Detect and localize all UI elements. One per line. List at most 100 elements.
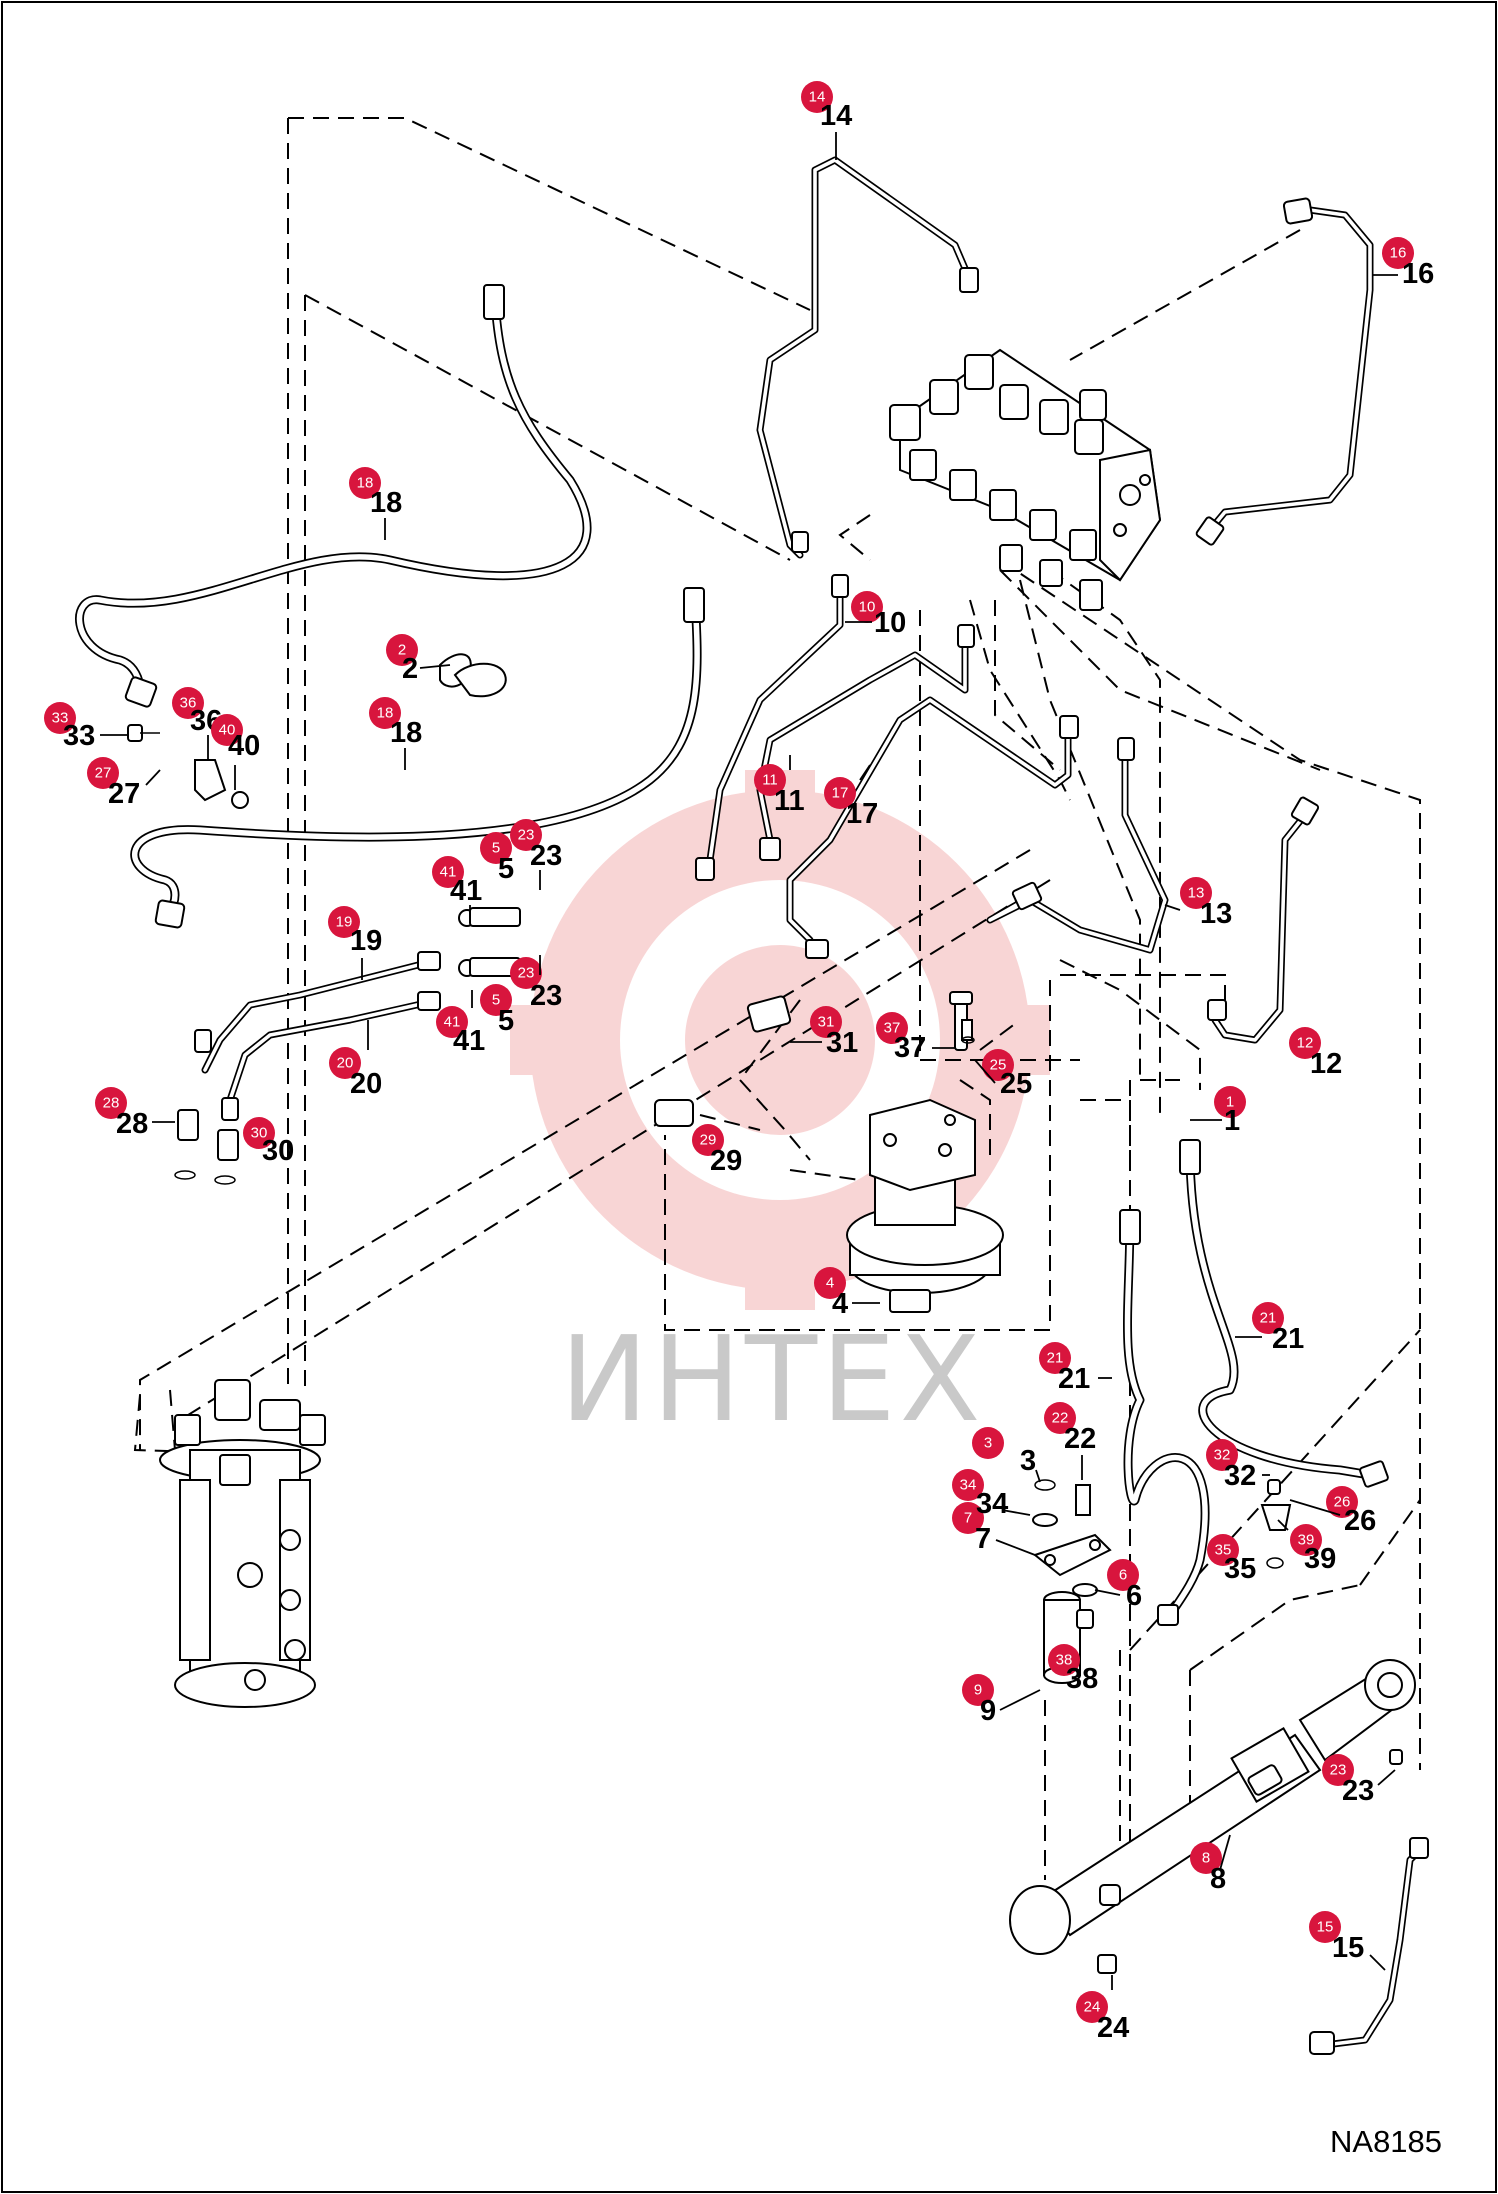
callout-35-number: 35	[1224, 1553, 1256, 1585]
callout-2-badge-text: 2	[398, 642, 406, 659]
callout-23c-number: 23	[1342, 1775, 1374, 1807]
callout-1-number: 1	[1224, 1105, 1240, 1137]
callout-40-badge-text: 40	[219, 722, 236, 739]
callout-16-number: 16	[1402, 258, 1434, 290]
callout-9: 99	[962, 1674, 1041, 1727]
callout-17-badge-text: 17	[832, 785, 849, 802]
callout-6-number: 6	[1126, 1580, 1142, 1612]
callout-20-badge-text: 20	[337, 1055, 354, 1072]
callout-39-number: 39	[1304, 1543, 1336, 1575]
callout-5a-number: 5	[498, 853, 514, 885]
callout-19-number: 19	[350, 925, 382, 957]
callout-36-badge-text: 36	[180, 695, 197, 712]
callout-14-number: 14	[820, 100, 852, 132]
callout-19-badge-text: 19	[336, 914, 353, 931]
callout-33-badge-text: 33	[52, 710, 69, 727]
tube-17	[786, 696, 1079, 959]
callout-7: 77	[952, 1502, 1036, 1556]
callout-25-number: 25	[1000, 1068, 1032, 1100]
callout-23c-badge-text: 23	[1330, 1762, 1347, 1779]
callout-31-badge-text: 31	[818, 1014, 835, 1031]
callout-16-badge-text: 16	[1390, 245, 1407, 262]
callout-4: 44	[814, 1267, 880, 1320]
callout-25-badge-text: 25	[990, 1057, 1007, 1074]
callout-6: 66	[1094, 1559, 1142, 1612]
callout-12-number: 12	[1310, 1048, 1342, 1080]
callout-24-number: 24	[1097, 2012, 1129, 2044]
callout-38-number: 38	[1066, 1663, 1098, 1695]
callout-20-number: 20	[350, 1068, 382, 1100]
hydraulic-cylinder	[1009, 1659, 1416, 1974]
callout-10-badge-text: 10	[859, 599, 876, 616]
callout-8-badge-text: 8	[1202, 1850, 1210, 1867]
callout-5b-number: 5	[498, 1005, 514, 1037]
drawing-code: NA8185	[1330, 2124, 1442, 2159]
callout-37-number: 37	[894, 1032, 926, 1064]
callout-22-number: 22	[1064, 1423, 1096, 1455]
callout-6-badge-text: 6	[1119, 1567, 1127, 1584]
watermark-text: ИНТЕХ	[560, 1310, 984, 1448]
callout-28-number: 28	[116, 1108, 148, 1140]
swing-motor	[846, 991, 1004, 1313]
callout-32-badge-text: 32	[1214, 1447, 1231, 1464]
callout-33-number: 33	[63, 720, 95, 752]
callout-30-number: 30	[262, 1135, 294, 1167]
tube-10	[695, 574, 849, 881]
callout-10-number: 10	[874, 607, 906, 639]
tube-15	[1309, 1837, 1429, 2055]
callout-18a-badge-text: 18	[357, 475, 374, 492]
callout-5b: 55	[480, 984, 514, 1037]
callout-27-badge-text: 27	[95, 765, 112, 782]
callout-23a-number: 23	[530, 840, 562, 872]
callout-40-number: 40	[228, 730, 260, 762]
callout-15-badge-text: 15	[1317, 1919, 1334, 1936]
callout-1-badge-text: 1	[1226, 1094, 1234, 1111]
pivot-pin-group	[1032, 1479, 1292, 1684]
callout-35-badge-text: 35	[1215, 1542, 1232, 1559]
callout-39-badge-text: 39	[1298, 1532, 1315, 1549]
hose-18-upper	[75, 284, 592, 708]
callout-21a-number: 21	[1272, 1323, 1304, 1355]
callout-27-number: 27	[108, 778, 140, 810]
callout-3-number: 3	[1020, 1445, 1036, 1477]
control-valve	[889, 348, 1162, 611]
swivel-joint	[159, 1379, 326, 1708]
callout-5b-badge-text: 5	[492, 992, 500, 1009]
callout-2: 22	[386, 634, 451, 685]
callout-17-number: 17	[846, 798, 878, 830]
callout-2-number: 2	[402, 653, 418, 685]
callout-31-number: 31	[826, 1027, 858, 1059]
watermark-logo	[510, 770, 1050, 1310]
callout-14-badge-text: 14	[809, 89, 826, 106]
callout-1: 11	[1190, 1086, 1246, 1137]
callout-26-number: 26	[1344, 1505, 1376, 1537]
callout-12-badge-text: 12	[1297, 1035, 1314, 1052]
callout-21a-badge-text: 21	[1260, 1310, 1277, 1327]
tube-19	[194, 951, 441, 1074]
callout-23a-badge-text: 23	[518, 827, 535, 844]
callout-11-badge-text: 11	[762, 772, 778, 789]
callout-30-badge-text: 30	[251, 1125, 268, 1142]
callout-18b-number: 18	[390, 717, 422, 749]
callout-11-number: 11	[774, 785, 805, 817]
